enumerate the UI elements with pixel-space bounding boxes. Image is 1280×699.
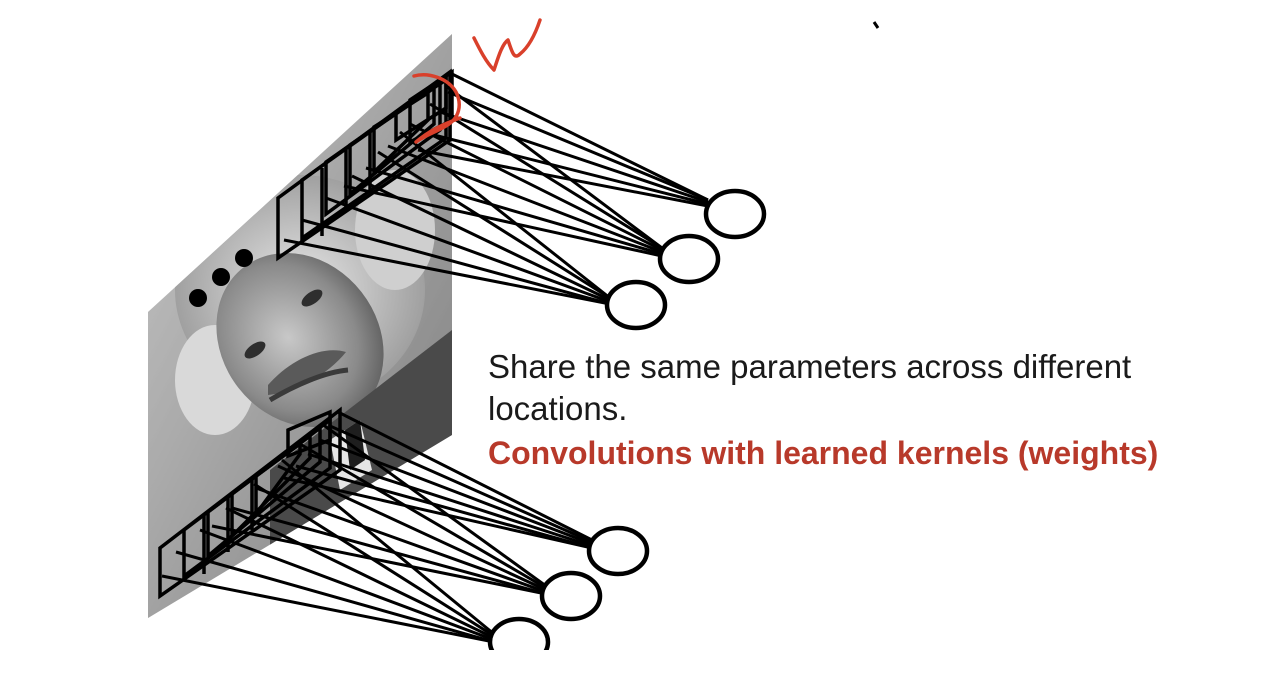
upper-output-neurons	[604, 188, 767, 331]
upper-connections	[283, 72, 709, 306]
stray-mark	[872, 21, 880, 29]
neuron-upper-1	[703, 188, 767, 240]
lower-receptive-field	[158, 406, 342, 600]
handwritten-annotation	[412, 18, 542, 144]
lower-output-neurons	[487, 525, 650, 668]
annotation-w-stroke	[472, 18, 542, 72]
neuron-lower-2	[539, 570, 603, 622]
ellipsis-dots	[189, 249, 253, 307]
caption-line-1: Share the same parameters across differe…	[488, 348, 1132, 385]
face-photo-icon	[148, 34, 452, 618]
neuron-lower-1	[586, 525, 650, 577]
neuron-upper-2	[657, 233, 721, 285]
caption: Share the same parameters across differe…	[488, 346, 1268, 430]
neuron-upper-3	[604, 279, 668, 331]
crop-mask	[480, 650, 570, 699]
highlight-text: Convolutions with learned kernels (weigh…	[488, 435, 1159, 471]
annotation-kernel-stroke	[412, 73, 462, 144]
caption-line-2: locations.	[488, 390, 628, 427]
lower-connections	[161, 410, 593, 644]
